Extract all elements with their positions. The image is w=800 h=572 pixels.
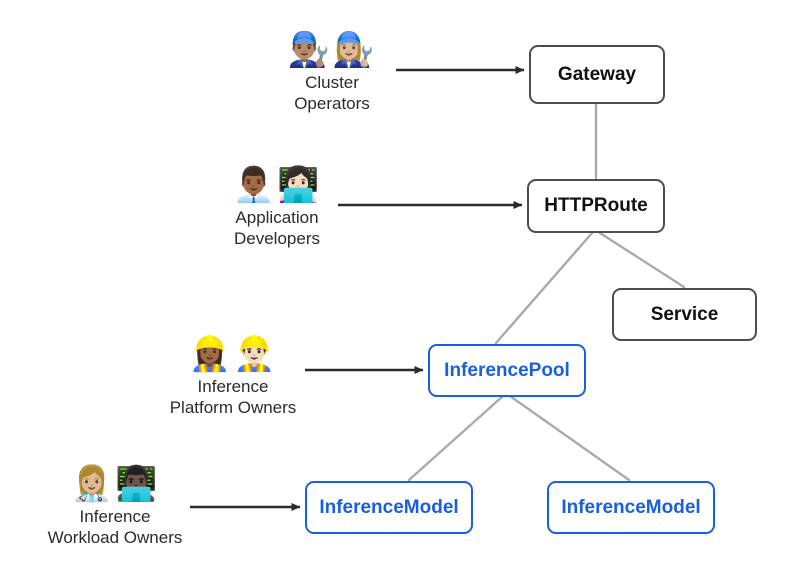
node-httproute[interactable]: HTTPRoute bbox=[527, 179, 665, 233]
cluster-operators-label-line1: Cluster bbox=[305, 73, 359, 92]
persona-application-developers: 👨🏾‍💼👩🏻‍💻 Application Developers bbox=[172, 165, 382, 249]
node-inferencemodel-1[interactable]: InferenceModel bbox=[305, 481, 473, 534]
application-developers-label: Application Developers bbox=[234, 207, 320, 249]
inference-workload-owners-label-line2: Workload Owners bbox=[47, 528, 183, 547]
persona-inference-platform-owners: 👷🏾‍♀️👷🏻‍♂️ Inference Platform Owners bbox=[128, 334, 338, 418]
persona-inference-workload-owners: 👩🏼‍⚕️👨🏿‍💻 Inference Workload Owners bbox=[10, 464, 220, 548]
cluster-operators-label-line2: Operators bbox=[294, 94, 370, 113]
inference-platform-owners-icons: 👷🏾‍♀️👷🏻‍♂️ bbox=[188, 334, 278, 374]
node-service[interactable]: Service bbox=[612, 288, 757, 341]
application-developers-label-line1: Application bbox=[235, 208, 319, 227]
application-developers-label-line2: Developers bbox=[234, 229, 320, 248]
inference-platform-owners-label: Inference Platform Owners bbox=[170, 376, 297, 418]
cluster-operators-icons: 👨🏽‍🔧👩🏼‍🔧 bbox=[287, 30, 377, 70]
inference-workload-owners-icons: 👩🏼‍⚕️👨🏿‍💻 bbox=[70, 464, 160, 504]
edge-httproute-inferencepool bbox=[494, 231, 594, 345]
node-gateway[interactable]: Gateway bbox=[529, 45, 665, 104]
inference-workload-owners-label-line1: Inference bbox=[79, 507, 151, 526]
inference-workload-owners-label: Inference Workload Owners bbox=[48, 506, 183, 548]
node-inferencemodel-2[interactable]: InferenceModel bbox=[547, 481, 715, 534]
application-developers-icons: 👨🏾‍💼👩🏻‍💻 bbox=[232, 165, 322, 205]
persona-cluster-operators: 👨🏽‍🔧👩🏼‍🔧 Cluster Operators bbox=[227, 30, 437, 114]
edge-inferencepool-model-2 bbox=[508, 394, 631, 482]
edge-httproute-service bbox=[598, 231, 686, 289]
edge-inferencepool-model-1 bbox=[407, 394, 505, 482]
cluster-operators-label: Cluster Operators bbox=[294, 72, 370, 114]
inference-platform-owners-label-line1: Inference bbox=[197, 377, 269, 396]
node-inferencepool[interactable]: InferencePool bbox=[428, 344, 586, 397]
inference-platform-owners-label-line2: Platform Owners bbox=[169, 398, 297, 417]
